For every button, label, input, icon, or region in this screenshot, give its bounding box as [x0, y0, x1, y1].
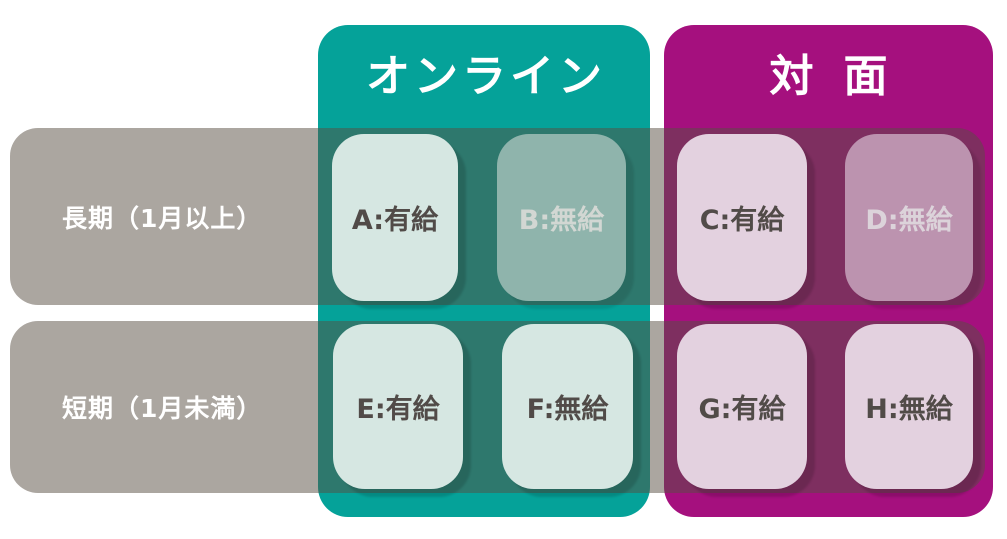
cell-G-paid: G:有給 — [677, 324, 807, 489]
cell-E-paid: E:有給 — [333, 324, 463, 489]
row-label-short-term: 短期（1月未満） — [62, 394, 263, 423]
cell-A-paid: A:有給 — [332, 134, 458, 301]
row-label-long-term: 長期（1月以上） — [62, 203, 263, 233]
column-header-in-person: 対面 — [769, 51, 918, 102]
cell-C-paid: C:有給 — [677, 134, 807, 301]
column-header-online: オンライン — [366, 51, 606, 102]
cell-D-unpaid: D:無給 — [845, 134, 973, 301]
cell-F-unpaid: F:無給 — [502, 324, 633, 489]
row-band-short-term: 短期（1月未満） — [10, 321, 985, 493]
cell-B-unpaid: B:無給 — [497, 134, 626, 301]
cell-H-unpaid: H:無給 — [845, 324, 973, 489]
